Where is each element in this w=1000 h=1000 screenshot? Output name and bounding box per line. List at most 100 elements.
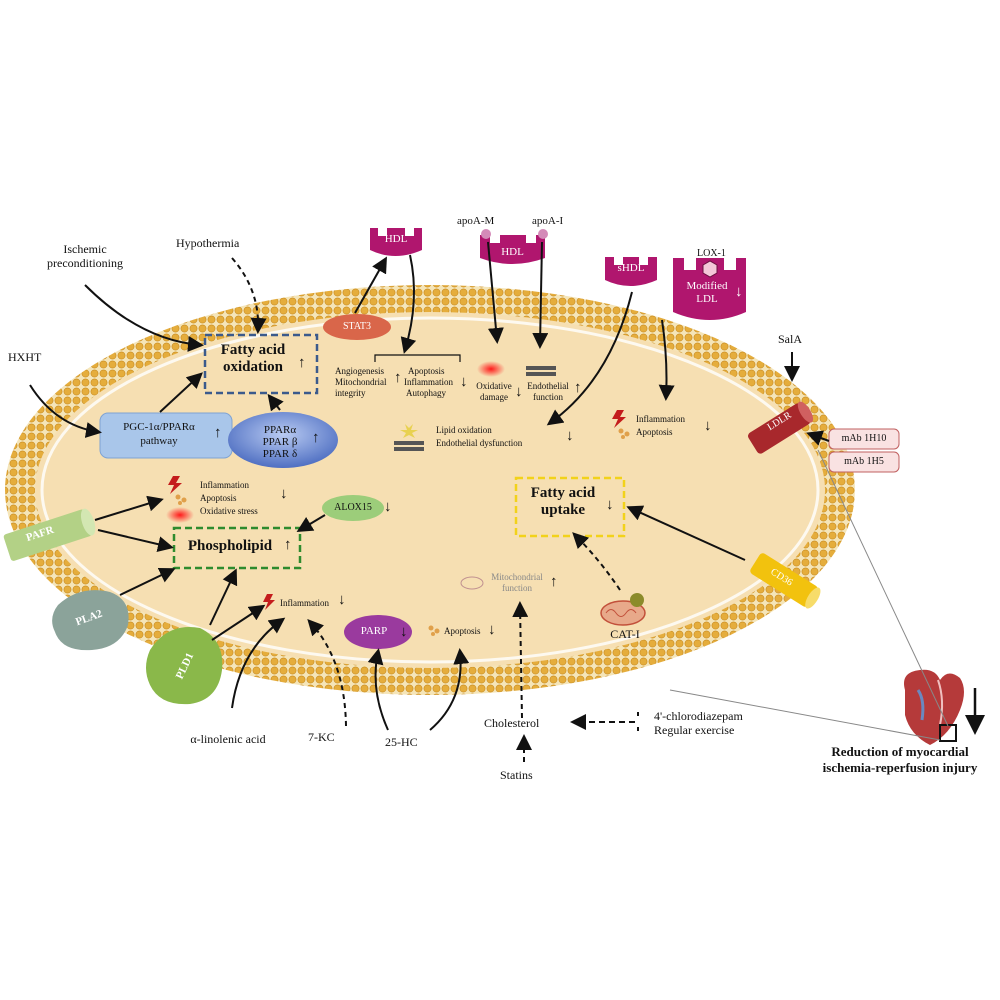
arrow-pgc-fao: [159, 372, 203, 413]
arrow-chol-mito: [512, 601, 529, 719]
lightning-icon-2: [168, 476, 182, 494]
oxidative-stress-label: Oxidative stress: [200, 506, 258, 516]
cd36-receptor: [750, 553, 821, 609]
phospholipid-up-arrow: ↑: [284, 537, 292, 553]
apoptosis-label-3: Apoptosis: [200, 493, 237, 503]
fao-up-arrow: ↑: [298, 355, 306, 371]
oxidative-stress-icon: [166, 507, 194, 523]
lox1-hexagon: [702, 260, 718, 278]
arrow-shdl: [546, 291, 633, 426]
angiogenesis-label: Angiogenesis: [335, 366, 384, 376]
ppar-ellipse: [228, 412, 338, 468]
sala-label: SalA: [778, 332, 802, 346]
fatty-acid-oxidation-box: [203, 333, 319, 395]
hdl-2-label: HDL: [501, 246, 524, 258]
arrow-ischemic: [84, 284, 204, 352]
stat3-ellipse: [323, 314, 391, 340]
outcome-line-2: ischemia-reperfusion injury: [822, 760, 978, 775]
cat1-label: CAT-I: [610, 627, 640, 641]
mito-function-icon: [460, 576, 484, 590]
apoa-i-dot: [538, 229, 548, 239]
inflammation-label-2: Inflammation: [636, 414, 685, 424]
arrow-linolenic: [231, 617, 286, 709]
apoptosis-label-2: Apoptosis: [636, 427, 673, 437]
alpha-linolenic-label: α-linolenic acid: [190, 732, 266, 746]
fatty-acid-uptake-box: [514, 476, 626, 538]
apoptosis-label-4: Apoptosis: [444, 626, 481, 636]
mab-1h10-box: [828, 428, 900, 450]
uptake-down-arrow: ↓: [606, 497, 614, 513]
ppar-beta-label: PPAR β: [262, 436, 298, 448]
7kc-label: 7-KC: [308, 730, 335, 744]
pgc-up-arrow: ↑: [214, 425, 222, 441]
pgc-pathway-label: PGC-1α/PPARα pathway: [123, 421, 195, 447]
heart-icon: [904, 669, 964, 745]
ldlr-receptor: [748, 401, 814, 454]
hdl-effects-bracket: [374, 354, 461, 362]
lipid-oxidation-label: Lipid oxidation: [436, 425, 492, 435]
lipid-oxidation-icon: [400, 424, 418, 438]
alox15-down-arrow: ↓: [384, 499, 392, 515]
mito-function-up-arrow: ↑: [550, 574, 558, 590]
pld1-receptor: [146, 626, 223, 705]
chlorodiazepam-label: 4'-chlorodiazepam: [654, 709, 743, 723]
arrow-25hc-parp: [367, 648, 389, 731]
mito-integrity-label: Mitochondrial integrity: [335, 377, 387, 398]
oxidative-damage-icon: [477, 361, 505, 377]
alox15-label: ALOX15: [334, 502, 372, 513]
cholesterol-label: Cholesterol: [484, 716, 540, 730]
statins-label: Statins: [500, 768, 533, 782]
endothelial-dysfunction-label: Endothelial dysfunction: [436, 438, 523, 448]
endothelial-up-arrow: ↑: [574, 380, 582, 396]
mito-function-label: Mitochondrial function: [491, 572, 543, 593]
shdl-effects-down-arrow: ↓: [566, 428, 574, 444]
modified-ldl-label: Modified LDL: [686, 280, 728, 305]
arrow-pla2-phospho: [119, 567, 176, 596]
hdl-1-label: HDL: [384, 233, 408, 245]
phospholipid-label: Phospholipid: [187, 538, 273, 554]
arrow-modldl: [658, 319, 675, 401]
stat3-label: STAT3: [342, 321, 372, 332]
lightning-icon-3: [263, 594, 275, 610]
hdl-down-arrow: ↓: [460, 374, 468, 390]
endothelium-icon-1: [526, 366, 556, 376]
arrow-ppar-fao: [267, 393, 284, 412]
apoptosis-dots-2: [175, 494, 187, 505]
fatty-acid-uptake-label: Fatty acid uptake: [530, 485, 596, 518]
arrow-stat3-hdl: [354, 256, 387, 314]
hdl-up-arrow: ↑: [394, 370, 402, 386]
inflammation-label-4: Inflammation: [280, 598, 329, 608]
apoa-m-label: apoA-M: [457, 215, 495, 227]
arrow-pafr-effects: [94, 495, 164, 521]
modified-ldl-receptor: [673, 258, 746, 320]
ppar-up-arrow: ↑: [312, 430, 320, 446]
inflammation-label-1: Inflammation: [404, 377, 453, 387]
arrow-mab-ldlr: [806, 430, 830, 446]
arrow-hdl-effects: [400, 254, 417, 354]
arrow-pld1-phospho: [209, 568, 238, 626]
hypothermia-label: Hypothermia: [176, 236, 240, 250]
alox15-ellipse: [322, 495, 384, 521]
lox1-label: LOX-1: [697, 248, 726, 259]
ppar-alpha-label: PPARα: [263, 424, 297, 436]
ldl-effects-down-arrow: ↓: [704, 418, 712, 434]
fatty-acid-oxidation-label: Fatty acid oxidation: [220, 342, 286, 375]
zoom-line-2: [669, 689, 941, 741]
shdl-receptor: [605, 257, 657, 286]
hxht-label: HXHT: [8, 350, 42, 364]
arrow-apoai: [532, 241, 549, 349]
parp-label: PARP: [360, 625, 388, 637]
apoptosis-label-1: Apoptosis: [408, 366, 445, 376]
arrow-pafr-phospho: [97, 529, 174, 553]
mab-1h5-label: mAb 1H5: [844, 456, 884, 467]
hdl-receptor-1: [370, 228, 422, 256]
arrow-pld1-inflammation: [211, 604, 266, 641]
hdl-receptor-2: [480, 235, 545, 264]
arrow-cat1-uptake: [572, 532, 621, 591]
arrow-25hc-apoptosis: [429, 648, 470, 731]
apoa-i-label: apoA-I: [532, 215, 564, 227]
pafr-receptor: [3, 508, 96, 561]
arrow-hxht: [29, 384, 102, 438]
25hc-label: 25-HC: [385, 735, 418, 749]
lightning-icon-1: [612, 410, 626, 428]
